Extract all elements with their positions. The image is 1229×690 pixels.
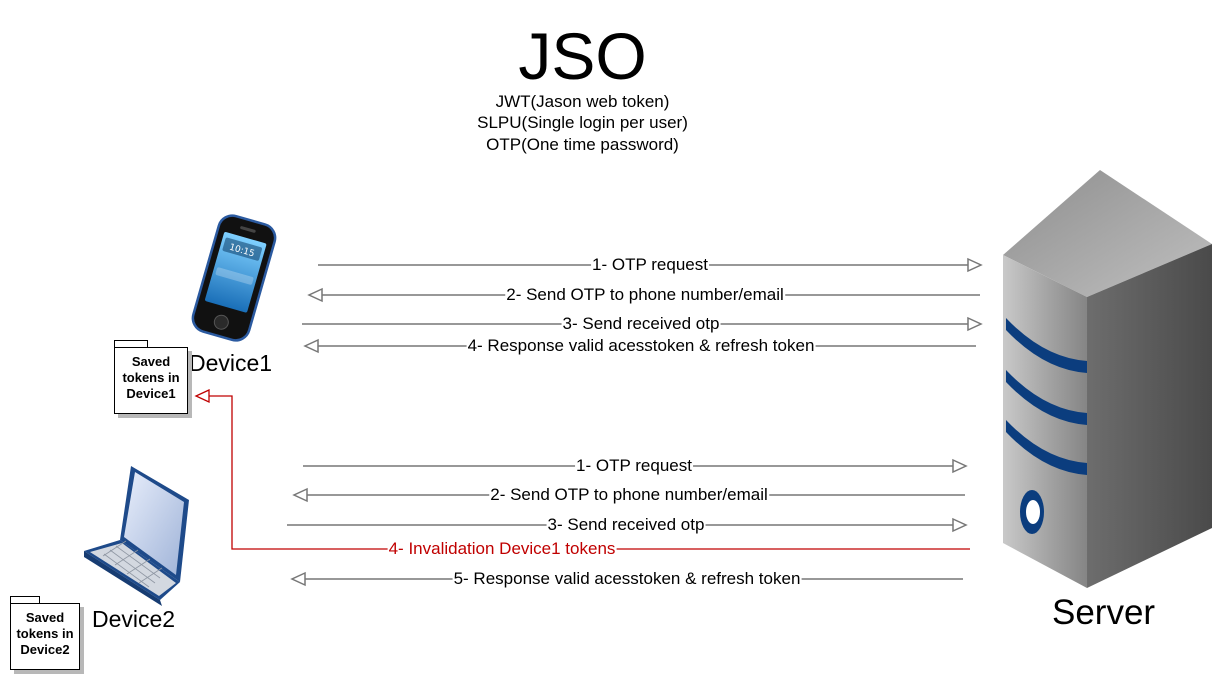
device1-note-tab	[114, 340, 148, 348]
flow2-label-2: 2- Send OTP to phone number/email	[489, 485, 769, 505]
device1-token-note-text: Saved tokens in Device1	[122, 354, 180, 401]
server-label: Server	[1052, 593, 1156, 632]
flow2-label-5: 5- Response valid acesstoken & refresh t…	[452, 569, 802, 589]
subtitle-jwt: JWT(Jason web token)	[495, 92, 670, 111]
laptop-icon	[84, 466, 189, 606]
subtitle-slpu: SLPU(Single login per user)	[477, 113, 688, 132]
device1-label: Device1	[189, 350, 273, 376]
server-icon	[1003, 170, 1212, 588]
flow1-label-2: 2- Send OTP to phone number/email	[505, 285, 785, 305]
device1-token-note: Saved tokens in Device1	[114, 347, 188, 414]
flow1-label-4: 4- Response valid acesstoken & refresh t…	[466, 336, 816, 356]
flow2-label-1: 1- OTP request	[575, 456, 693, 476]
device2-token-note: Saved tokens in Device2	[10, 603, 80, 670]
diagram-title: JSO	[518, 19, 647, 93]
device2-note-tab	[10, 596, 40, 604]
flow2-label-4-invalidation: 4- Invalidation Device1 tokens	[387, 539, 617, 559]
flow1-label-3: 3- Send received otp	[561, 314, 721, 334]
subtitle-otp: OTP(One time password)	[486, 135, 679, 154]
device2-label: Device2	[92, 606, 176, 632]
flow2-label-3: 3- Send received otp	[546, 515, 706, 535]
flow1-label-1: 1- OTP request	[591, 255, 709, 275]
phone-icon: 10:15	[191, 214, 277, 342]
device2-token-note-text: Saved tokens in Device2	[16, 610, 74, 657]
